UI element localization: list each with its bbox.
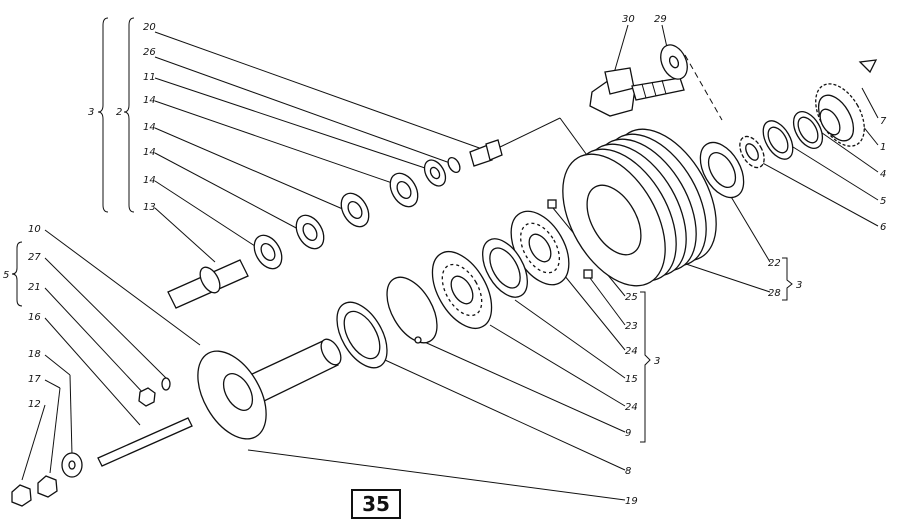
callout-12: 12 (28, 399, 41, 410)
callout-26: 26 (143, 47, 156, 58)
leader-lines (21, 24, 879, 501)
part-bearing-24a (510, 210, 570, 286)
part-ring-14b (295, 214, 325, 250)
callout-19: 19 (625, 496, 638, 507)
callout-9: 9 (625, 428, 631, 439)
part-lockwasher-6 (739, 135, 765, 169)
part-ring-4 (792, 111, 824, 149)
part-washer-29 (660, 44, 688, 80)
callout-14: 14 (143, 147, 156, 158)
part-washer-18 (61, 452, 83, 478)
callout-22: 22 (768, 258, 781, 269)
callout-17: 17 (28, 374, 41, 385)
part-ring-14c (340, 192, 370, 228)
callout-1: 1 (880, 142, 886, 153)
part-clip-27 (161, 377, 171, 391)
group-braces (11, 17, 793, 443)
callout-10: 10 (28, 224, 41, 235)
part-stud-16 (97, 417, 193, 467)
callout-14: 14 (143, 175, 156, 186)
part-nut-12 (11, 484, 32, 507)
part-washer-11 (423, 159, 447, 187)
part-nut-21 (138, 387, 156, 407)
part-gear-1 (815, 83, 865, 147)
callout-14: 14 (143, 122, 156, 133)
callout-13: 13 (143, 202, 156, 213)
callout-5: 5 (880, 196, 886, 207)
part-pin-13 (167, 259, 249, 309)
callout-15: 15 (625, 374, 638, 385)
callout-11: 11 (143, 72, 156, 83)
group-label-5: 5 (3, 270, 9, 281)
callout-labels: 20 26 11 14 14 14 14 13 10 27 21 16 18 1… (3, 14, 887, 507)
part-bolt-20 (469, 139, 503, 167)
callout-23: 23 (625, 321, 638, 332)
callout-7: 7 (880, 116, 887, 127)
callout-30: 30 (622, 14, 635, 25)
callout-20: 20 (143, 22, 156, 33)
part-clip-26 (447, 156, 461, 174)
part-key-7 (858, 59, 878, 74)
part-ring-5 (762, 120, 794, 160)
callout-21: 21 (28, 282, 41, 293)
group-label-3: 3 (654, 356, 660, 367)
callout-16: 16 (28, 312, 41, 323)
callout-6: 6 (880, 222, 886, 233)
callout-27: 27 (28, 252, 41, 263)
callout-28: 28 (768, 288, 781, 299)
part-ring-14a (253, 234, 283, 270)
group-label-3: 3 (796, 280, 802, 291)
part-bolts-23-25 (547, 199, 593, 279)
part-spindle-19 (197, 338, 342, 440)
part-screw-30 (589, 67, 685, 117)
part-ring-14d (389, 172, 419, 208)
figure-number: 35 (351, 489, 401, 519)
group-label-3: 3 (88, 107, 94, 118)
callout-25: 25 (625, 292, 638, 303)
callout-14: 14 (143, 95, 156, 106)
group-label-2: 2 (116, 107, 122, 118)
callout-24: 24 (625, 402, 638, 413)
part-nut-17 (37, 475, 58, 498)
callout-8: 8 (625, 466, 631, 477)
callout-18: 18 (28, 349, 41, 360)
part-ring-15 (482, 238, 528, 298)
part-bearing-24b (431, 251, 493, 329)
part-seal-8 (336, 301, 388, 369)
callout-24: 24 (625, 346, 638, 357)
part-hub-28 (562, 128, 717, 287)
callout-4: 4 (880, 169, 886, 180)
part-snap-ring-9 (386, 276, 438, 344)
callout-29: 29 (654, 14, 667, 25)
part-seal-22 (699, 141, 745, 199)
